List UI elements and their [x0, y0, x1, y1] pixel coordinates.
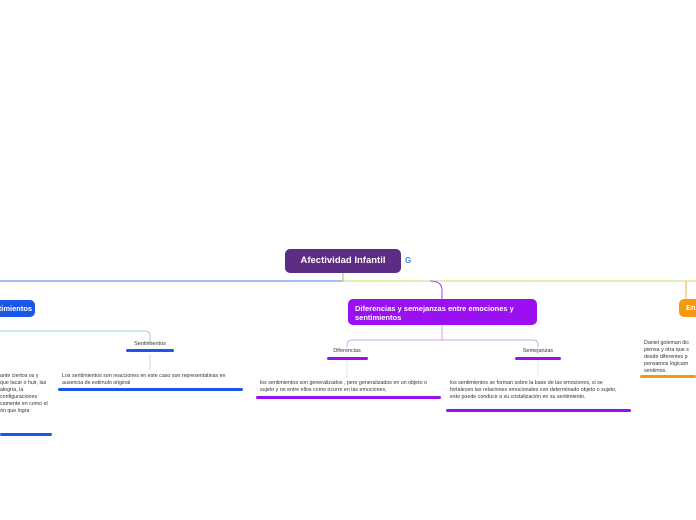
middle-branch-node[interactable]: Diferencias y semejanzas entre emociones…: [348, 299, 537, 325]
root-node[interactable]: Afectividad Infantil: [285, 249, 401, 273]
diferencias-text[interactable]: los sentimientos son generalizados , per…: [260, 380, 427, 393]
diferencias-label: Diferencias: [333, 348, 361, 354]
semejanzas-underline: [515, 357, 561, 360]
semejanzas-label: Semejanzas: [522, 348, 554, 354]
sentimientos-underline: [126, 349, 174, 352]
google-icon[interactable]: G: [405, 256, 412, 265]
sentimientos-text-underline: [58, 388, 243, 391]
far-left-text-underline: [0, 433, 52, 436]
semejanzas-text[interactable]: los sentimientos se forman sobre la base…: [450, 380, 617, 400]
left-branch-title: entimientos: [0, 304, 33, 313]
sentimientos-text[interactable]: Los sentimientos son reacciones en este …: [62, 373, 226, 386]
semejanzas-text-underline: [446, 409, 631, 412]
far-left-text[interactable]: ante ciertos os y que tacar o huir, las …: [0, 373, 48, 414]
right-branch-text-underline: [640, 375, 696, 378]
sentimientos-label: Sentimientos: [134, 341, 166, 347]
root-title: Afectividad Infantil: [300, 255, 386, 266]
semejanzas-node[interactable]: Semejanzas: [508, 348, 568, 354]
right-branch-node[interactable]: En: [679, 299, 696, 317]
middle-branch-title: Diferencias y semejanzas entre emociones…: [355, 304, 514, 322]
right-branch-title: En: [686, 303, 696, 312]
diferencias-text-underline: [256, 396, 441, 399]
right-branch-text[interactable]: Daniel goleman dic piensa y otra que s d…: [644, 340, 690, 374]
left-branch-node[interactable]: entimientos: [0, 300, 35, 317]
diferencias-node[interactable]: Diferencias: [317, 348, 377, 354]
sentimientos-node[interactable]: Sentimientos: [118, 341, 182, 347]
diferencias-underline: [327, 357, 368, 360]
